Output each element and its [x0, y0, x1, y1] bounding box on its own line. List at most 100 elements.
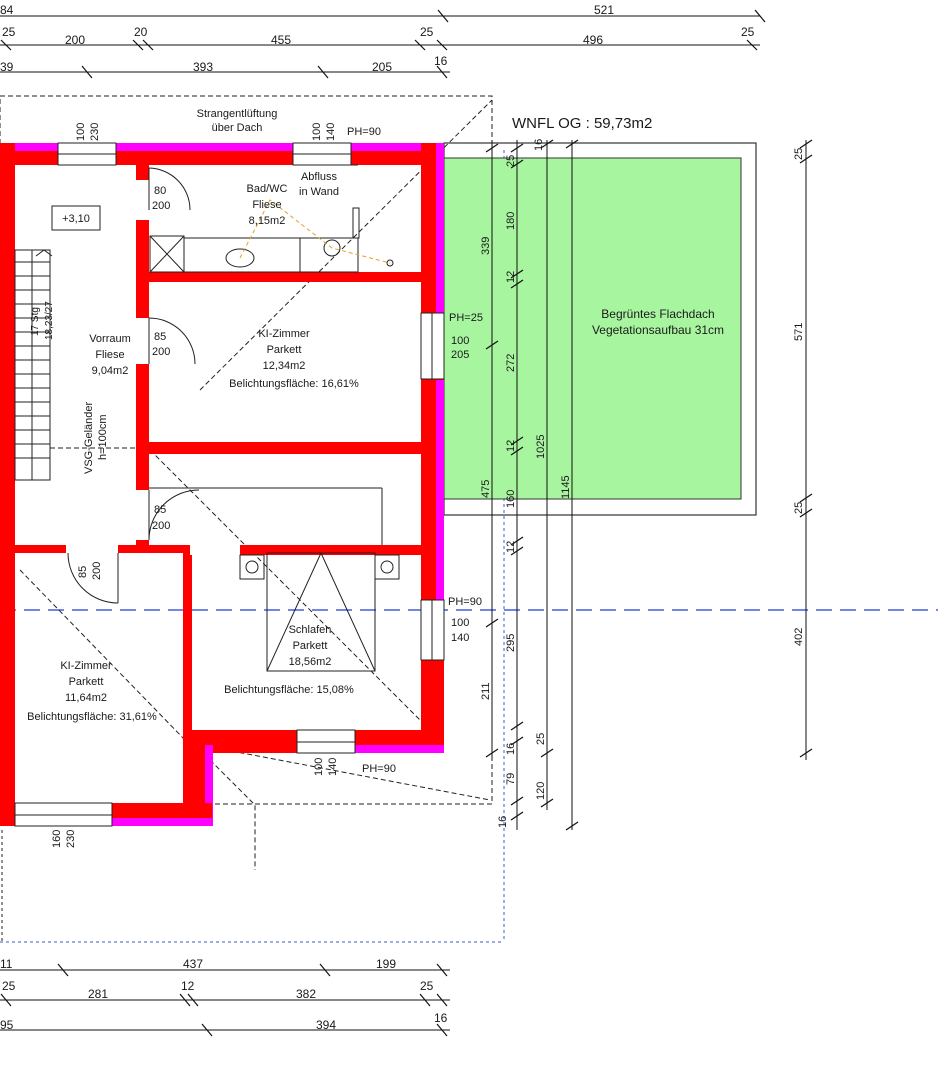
dim-r-a1: 180 — [505, 212, 517, 230]
dim-bot-3a: 95 — [0, 1018, 14, 1032]
vorraum-name: Vorraum — [89, 333, 131, 345]
opening-labels: 100 230 100 140 80 200 85 200 85 200 85 … — [51, 123, 469, 848]
win-ki2-h: 230 — [65, 830, 77, 848]
bed — [149, 487, 400, 672]
ki1-floor: Parkett — [267, 344, 302, 356]
stairs-count: 17 Stg — [30, 307, 41, 336]
win-ki1-w: 100 — [451, 335, 469, 347]
ph-bottom: PH=90 — [362, 763, 396, 775]
win-tl-h: 230 — [89, 123, 101, 141]
win-bottom-w: 100 — [313, 758, 325, 776]
dim-top-3a: 39 — [0, 60, 14, 74]
dim-r-a9: 79 — [505, 773, 517, 785]
dim-top-2d: 455 — [271, 33, 291, 47]
abfluss-note-2: in Wand — [299, 186, 339, 198]
dim-bot-1b: 437 — [183, 957, 203, 971]
dim-bot-1c: 199 — [376, 957, 396, 971]
walls — [0, 143, 444, 826]
ki2-name: KI-Zimmer — [60, 660, 112, 672]
abfluss-note-1: Abfluss — [301, 171, 338, 183]
stairs — [14, 205, 136, 481]
ki1-light: Belichtungsfläche: 16,61% — [229, 378, 359, 390]
schlafen-name: Schlafen — [289, 624, 332, 636]
ki2-light: Belichtungsfläche: 31,61% — [27, 711, 157, 723]
door-ki2-w: 85 — [77, 566, 89, 578]
dim-r-a3: 272 — [505, 354, 517, 372]
ki2-area: 11,64m2 — [65, 692, 107, 704]
dim-r-a7: 295 — [505, 634, 517, 652]
strang-note-2: über Dach — [212, 122, 263, 134]
vorraum-area: 9,04m2 — [92, 365, 129, 377]
dim-top-3b: 393 — [193, 60, 213, 74]
win-bottom-h: 140 — [327, 758, 339, 776]
dim-r-b2: 475 — [480, 480, 492, 498]
stairs-ratio: 18,23/27 — [44, 301, 55, 340]
win-ki1-h: 205 — [451, 349, 469, 361]
dim-bot-2c: 12 — [181, 979, 195, 993]
schlafen-light: Belichtungsfläche: 15,08% — [224, 684, 354, 696]
dim-top-2c: 20 — [134, 25, 148, 39]
schlafen-floor: Parkett — [293, 640, 328, 652]
bathroom-fixtures — [149, 164, 394, 273]
roof-label-line2: Vegetationsaufbau 31cm — [592, 323, 724, 337]
dashed-outlines — [0, 95, 938, 943]
dim-top-2b: 200 — [65, 33, 85, 47]
dim-r-b0: 16 — [533, 139, 545, 151]
win-tr-w: 100 — [311, 123, 323, 141]
ph-top: PH=90 — [347, 126, 381, 138]
dim-r-b3: 211 — [480, 682, 492, 700]
dim-bot-1a: 11 — [0, 957, 13, 971]
dim-r-e0: 25 — [793, 148, 805, 160]
dim-r-d0: 1145 — [560, 475, 572, 499]
dim-top-2g: 25 — [741, 25, 755, 39]
dim-r-e2: 25 — [793, 502, 805, 514]
ki1-area: 12,34m2 — [263, 360, 306, 372]
dim-top-3d: 16 — [434, 54, 448, 68]
door-schlafen-w: 85 — [154, 504, 166, 516]
wnfl-heading: WNFL OG : 59,73m2 — [512, 115, 652, 132]
dim-r-c2: 120 — [535, 782, 547, 800]
ki2-floor: Parkett — [69, 676, 104, 688]
door-ki2-h: 200 — [91, 562, 103, 580]
dim-r-a4: 12 — [505, 440, 517, 452]
door-ki1-h: 200 — [152, 346, 170, 358]
dim-r-a10: 16 — [497, 816, 509, 828]
dim-top-2f: 496 — [583, 33, 603, 47]
dim-top-1a: 84 — [0, 3, 14, 17]
dim-top-2e: 25 — [420, 25, 434, 39]
dim-bot-2a: 25 — [2, 979, 16, 993]
strang-note-1: Strangentlüftung — [197, 108, 278, 120]
railing-note-2: h=100cm — [97, 414, 109, 460]
dim-bot-2e: 25 — [420, 979, 434, 993]
dim-r-a2: 12 — [505, 271, 517, 283]
door-ki1-w: 85 — [154, 331, 166, 343]
ph-mid: PH=25 — [449, 312, 483, 324]
door-bad-w: 80 — [154, 185, 166, 197]
ki1-name: KI-Zimmer — [258, 328, 310, 340]
railing-note-1: VSG-Geländer — [83, 402, 95, 474]
win-schlafen-w: 100 — [451, 617, 469, 629]
dim-r-c1: 25 — [535, 733, 547, 745]
bad-name: Bad/WC — [247, 183, 288, 195]
roof-label-line1: Begrüntes Flachdach — [601, 307, 714, 321]
bottom-dimension-chains: 11 437 199 25 281 12 382 25 95 394 16 — [0, 957, 450, 1037]
win-ki2-w: 160 — [51, 830, 63, 848]
bad-area: 8,15m2 — [249, 215, 286, 227]
dim-top-3c: 205 — [372, 60, 392, 74]
bad-floor: Fliese — [252, 199, 281, 211]
dim-bot-3b: 394 — [316, 1018, 336, 1032]
dim-r-e3: 402 — [793, 628, 805, 646]
green-roof: Begrüntes Flachdach Vegetationsaufbau 31… — [443, 142, 757, 516]
dim-top-2a: 25 — [2, 25, 16, 39]
win-schlafen-h: 140 — [451, 632, 469, 644]
win-tl-w: 100 — [75, 123, 87, 141]
dim-r-e1: 571 — [793, 323, 805, 341]
doors — [67, 167, 200, 604]
dim-top-1b: 521 — [594, 3, 614, 17]
level-label: +3,10 — [62, 213, 90, 225]
win-tr-h: 140 — [325, 123, 337, 141]
dim-r-a0: 25 — [505, 155, 517, 167]
dim-bot-2d: 382 — [296, 987, 316, 1001]
window-openings — [14, 142, 445, 827]
